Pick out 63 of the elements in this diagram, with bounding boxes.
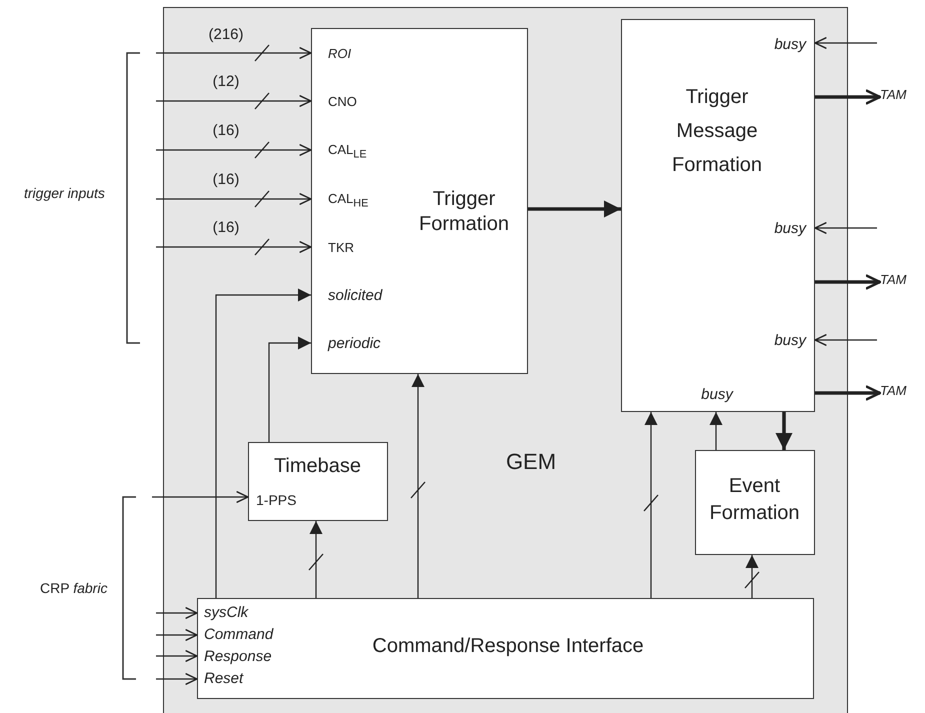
- block-title: Trigger Formation: [418, 187, 510, 237]
- arrow: [310, 521, 322, 598]
- port-label: Reset: [204, 670, 244, 688]
- arrow: [814, 334, 877, 346]
- port-label: busy: [774, 332, 806, 350]
- arrow: [215, 288, 311, 598]
- arrow: [268, 336, 311, 442]
- arrow: [156, 672, 198, 686]
- bracket-label: trigger inputs: [24, 185, 105, 201]
- port-label: 1-PPS: [256, 492, 296, 508]
- block-title: Trigger Message Formation: [670, 85, 764, 178]
- block-box: [621, 19, 815, 412]
- block-title: Timebase: [272, 455, 362, 478]
- block-title: Command/Response Interface: [371, 635, 645, 658]
- port-label: TKR: [328, 241, 354, 256]
- module-frame: [163, 7, 848, 713]
- arrow: [412, 374, 424, 598]
- arrow: [814, 36, 877, 50]
- signal-label: TAM: [880, 88, 920, 106]
- port-label: periodic: [328, 335, 381, 352]
- block-box: [311, 28, 528, 374]
- block-box: [197, 598, 814, 699]
- port-label: sysClk: [204, 604, 248, 622]
- arrow: [710, 412, 722, 450]
- arrow: [528, 200, 621, 218]
- edge-label: (16): [210, 122, 242, 139]
- port-label: Response: [204, 648, 272, 666]
- bracket-label: CRP fabric: [40, 580, 108, 596]
- arrow: [156, 144, 312, 156]
- signal-label: TAM: [880, 273, 920, 291]
- port-label: Command: [204, 626, 274, 644]
- port-label: solicited: [328, 287, 382, 304]
- port-label: CAL$_{HE}$: [328, 192, 368, 210]
- arrow: [156, 94, 312, 108]
- edge-label: (216): [206, 26, 246, 43]
- port-label: CNO: [328, 95, 357, 110]
- port-label: busy: [700, 386, 734, 404]
- arrow: [776, 412, 792, 450]
- port-label: CAL$_{LE}$: [328, 143, 367, 162]
- arrow: [814, 222, 877, 234]
- arrow: [156, 606, 198, 620]
- port-label: busy: [774, 220, 806, 238]
- arrow: [156, 240, 312, 254]
- arrow: [156, 628, 198, 642]
- signal-label: TAM: [880, 384, 920, 402]
- arrow: [746, 555, 758, 598]
- arrow: [156, 192, 312, 206]
- arrow: [644, 412, 658, 598]
- module-title: GEM: [504, 449, 558, 474]
- edge-label: (16): [210, 171, 242, 188]
- arrow: [815, 88, 882, 106]
- block-box: [248, 442, 388, 521]
- arrow: [156, 650, 198, 662]
- edge-label: (12): [210, 73, 242, 90]
- block-title: Event Formation: [708, 474, 801, 526]
- arrow: [815, 384, 882, 402]
- edge-label: (16): [210, 219, 242, 236]
- port-label: ROI: [328, 47, 352, 62]
- port-label: busy: [774, 36, 806, 54]
- arrow: [152, 490, 249, 504]
- block-box: [695, 450, 815, 555]
- arrow: [815, 274, 882, 290]
- arrow: [156, 46, 312, 60]
